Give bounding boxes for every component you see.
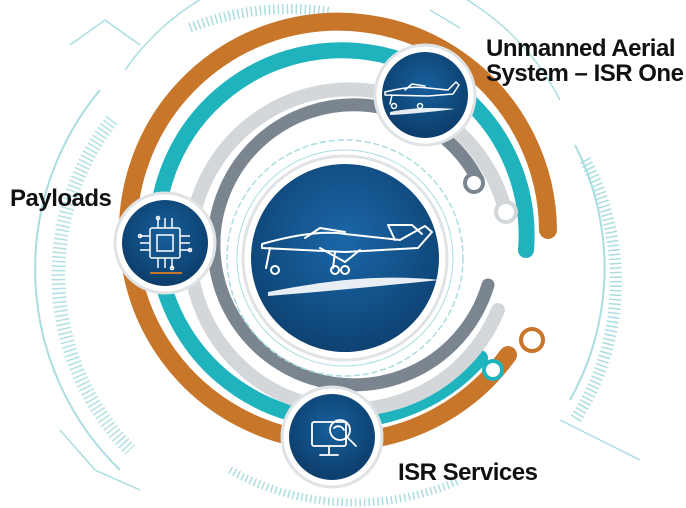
outer-decoration	[34, 0, 641, 507]
center-ground-streak	[268, 277, 440, 296]
aircraft-icon	[261, 224, 433, 275]
uas-node[interactable]	[373, 43, 477, 147]
outer-arc-right	[569, 144, 606, 401]
chevron-bottom-right	[559, 419, 641, 461]
payloads-node-disc	[122, 200, 208, 286]
orange-ring-end-dot	[519, 327, 545, 353]
teal-ring-end-dot	[482, 359, 504, 381]
payloads-accent-bar	[150, 272, 182, 274]
isr-services-node[interactable]	[280, 385, 384, 489]
circuit-chip-icon	[137, 215, 193, 271]
uas-label: Unmanned Aerial System – ISR One	[486, 35, 686, 88]
chevron-top-left	[69, 19, 141, 46]
uas-node-disc	[382, 52, 468, 138]
chevron-bottom-left	[59, 429, 141, 491]
uas-label-line1: Unmanned Aerial	[486, 35, 676, 62]
gray-ring-end-dot	[463, 172, 485, 194]
dashed-arc-top	[188, 3, 331, 33]
dashed-arc-bottom	[228, 466, 462, 507]
payloads-node[interactable]	[113, 191, 217, 295]
outer-arc-left	[34, 89, 121, 471]
center-node	[241, 154, 449, 362]
chevron-top	[429, 9, 461, 29]
monitor-magnifier-icon	[311, 419, 357, 456]
isr-services-label: ISR Services	[398, 459, 538, 486]
inner-thin-ring	[236, 149, 454, 367]
dashed-arc-left	[51, 115, 135, 455]
outer-arc-top	[124, 0, 561, 101]
dashed-arc-right	[569, 157, 622, 424]
payloads-label: Payloads	[10, 185, 112, 212]
center-node-disc	[251, 164, 439, 352]
uas-label-line2: System – ISR One	[486, 60, 684, 88]
light-gray-ring-end-dot	[494, 200, 518, 224]
uas-ground-streak	[390, 108, 455, 115]
inner-dashed-ring	[226, 139, 464, 377]
